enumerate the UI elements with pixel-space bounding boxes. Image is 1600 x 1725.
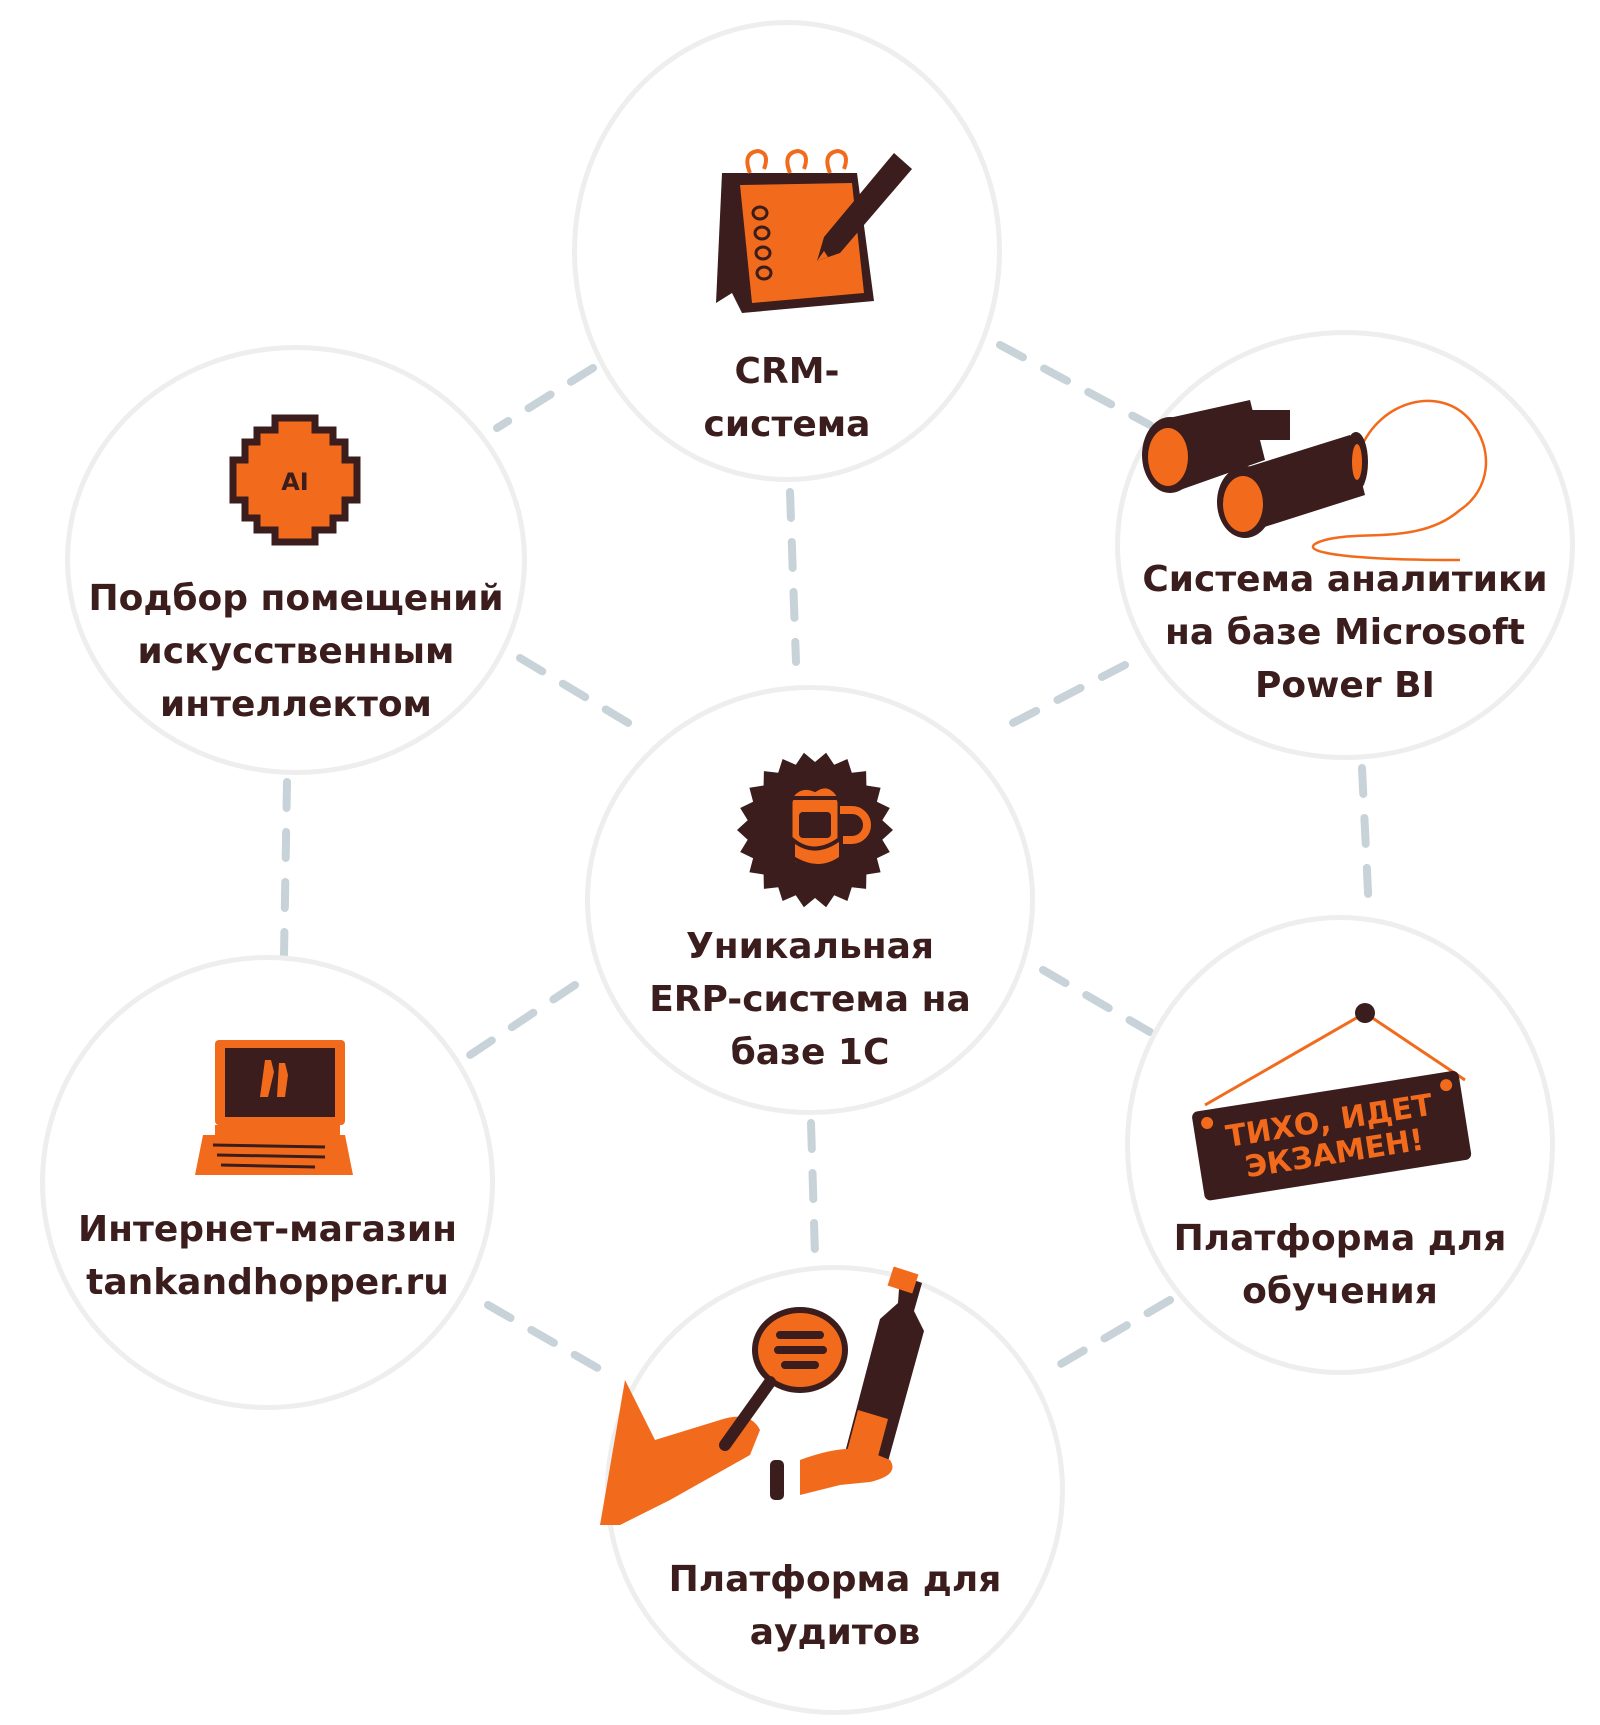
beer-mug-badge-icon [737,752,893,908]
label-line: Платформа для [1173,1218,1507,1259]
label-line: Power BI [1255,665,1435,706]
node-erp: Уникальная ERP-система на базе 1С [585,685,1035,1115]
connector-analytics-training [1358,764,1373,916]
label-line: интеллектом [160,684,432,725]
label-line: CRM- [734,351,840,392]
label-line: Система аналитики [1142,559,1548,600]
connector-ai-erp [516,654,644,734]
notepad-with-pen-icon [716,148,912,313]
connector-crm-analytics [996,341,1154,429]
label-line: ERP-система на [649,979,971,1020]
node-label-ai: Подбор помещений искусственным интеллект… [70,572,522,731]
connector-erp-audit [807,1119,819,1259]
node-label-shop: Интернет-магазин tankandhopper.ru [45,1203,490,1309]
node-label-audit: Платформа для аудитов [610,1553,1060,1659]
label-line: Подбор помещений [88,578,504,619]
label-line: Уникальная [686,926,934,967]
magnifier-and-bottle-icon [600,1266,924,1525]
connector-erp-shop [454,981,579,1067]
node-label-crm: CRM- система [577,345,997,451]
ai-chip-icon: AI [229,414,361,546]
label-line: Платформа для [668,1559,1002,1600]
node-audit: Платформа для аудитов [600,1265,1065,1715]
connector-analytics-erp [1001,661,1129,731]
node-crm: CRM- система [572,20,1002,482]
node-ai: AI Подбор помещений искусственным интелл… [65,345,527,775]
label-line: tankandhopper.ru [86,1262,449,1303]
hanging-sign-icon: ТИХО, ИДЕТ ЭКЗАМЕН! [1192,1003,1472,1201]
connector-crm-erp [786,488,800,666]
node-training: ТИХО, ИДЕТ ЭКЗАМЕН! Платформа для обучен… [1125,915,1555,1375]
label-line: система [703,404,871,445]
node-analytics: Система аналитики на базе Microsoft Powe… [1115,330,1575,760]
label-line: аудитов [749,1612,921,1653]
label-line: на базе Microsoft [1164,612,1526,653]
connector-training-audit [1038,1296,1174,1379]
connector-shop-audit [484,1301,619,1382]
connector-ai-shop [280,778,291,959]
connector-erp-training [1039,966,1154,1036]
binoculars-icon [1142,399,1488,562]
node-label-analytics: Система аналитики на базе Microsoft Powe… [1120,553,1570,712]
node-label-erp: Уникальная ERP-система на базе 1С [590,920,1030,1079]
connector-crm-ai [493,364,597,432]
label-line: искусственным [137,631,455,672]
label-line: Интернет-магазин [78,1209,457,1250]
label-line: базе 1С [730,1032,890,1073]
ai-chip-text: AI [281,468,309,496]
laptop-icon [195,1040,353,1175]
label-line: обучения [1242,1271,1438,1312]
node-shop: Интернет-магазин tankandhopper.ru [40,955,495,1410]
node-label-training: Платформа для обучения [1130,1212,1550,1318]
